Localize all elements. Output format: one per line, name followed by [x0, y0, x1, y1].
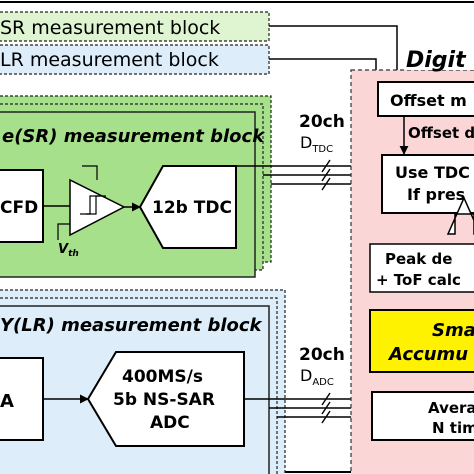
lr-block-title: Y(LR) measurement block: [0, 315, 263, 336]
tdc-bus-slash-1: [321, 159, 331, 173]
feedback-loop: [82, 165, 98, 180]
sr-block-title: e(SR) measurement block: [2, 126, 265, 147]
digital-title: Digit: [406, 48, 467, 73]
lr-header-label: LR measurement block: [0, 49, 219, 71]
cfd-label: CFD: [0, 198, 38, 218]
hysteresis-symbol: [80, 195, 100, 215]
smart-line-2: Accumu: [387, 344, 468, 365]
comparator-triangle: [69, 178, 126, 237]
average-line-1: Avera: [428, 399, 474, 417]
tdc-bus-slash-2: [321, 168, 331, 182]
adc-data-label: DADC: [300, 366, 334, 388]
tdc-block: [138, 165, 237, 249]
use-tdc-line-1: Use TDC: [395, 163, 470, 182]
adc-bus-slash-2: [321, 401, 331, 415]
lr-header-box: [0, 44, 270, 75]
tdc-bus-slash-3: [321, 177, 331, 191]
offset-box-label: Offset m: [390, 91, 467, 110]
adc-line-3: ADC: [150, 413, 190, 433]
smart-accumulation-box: [369, 309, 474, 373]
vth-line: [57, 223, 70, 240]
tdc-channel-count: 20ch: [299, 112, 345, 132]
adc-line-1: 400MS/s: [122, 367, 203, 387]
digital-title-bg: [404, 44, 474, 70]
use-tdc-box: [381, 154, 474, 214]
sr-header-box: [0, 11, 270, 42]
use-tdc-line-2: If pres: [407, 185, 465, 204]
vth-label: Vth: [58, 242, 79, 259]
hysteresis-symbol-2: [86, 195, 106, 215]
peak-box: [369, 243, 474, 293]
offset-data-label: Offset d: [408, 124, 474, 142]
offset-box: [377, 81, 474, 117]
adc-bus-slash-3: [321, 410, 331, 424]
tdc-data-label: DTDC: [300, 133, 333, 155]
peak-line-2: + ToF calc: [376, 271, 461, 289]
amplifier-label: A: [0, 391, 14, 412]
smart-line-1: Sma: [432, 320, 474, 341]
peak-line-1: Peak de: [385, 250, 452, 268]
sr-header-label: SR measurement block: [0, 17, 220, 39]
average-box: [371, 391, 474, 441]
sr-header-line: [269, 25, 402, 83]
upward-arrow: [446, 196, 474, 235]
adc-line-2: 5b NS-SAR: [113, 390, 215, 410]
average-line-2: N tim: [432, 419, 474, 437]
tdc-label: 12b TDC: [152, 198, 232, 218]
adc-bus-slash-1: [321, 392, 331, 406]
adc-channel-count: 20ch: [299, 345, 345, 365]
